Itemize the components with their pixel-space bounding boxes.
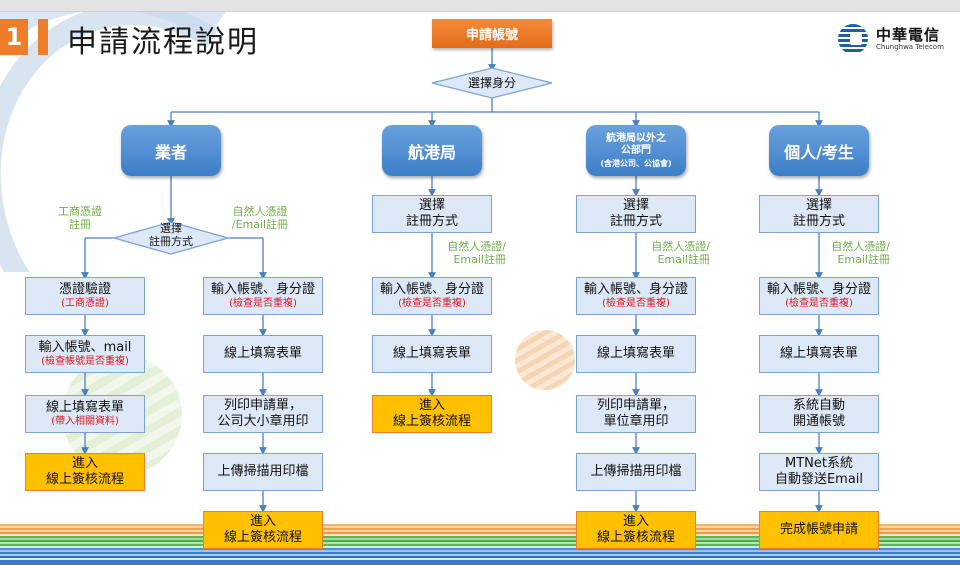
category-other-public-sector: 航港局以外之 公部門 (含港公司、公協會)	[586, 125, 686, 176]
logo-name-cn: 中華電信	[876, 25, 941, 44]
page-title: 申請流程說明	[67, 25, 259, 60]
col1-right-branch-label: 自然人憑證 /Email註冊	[231, 205, 289, 231]
chunghwa-logo-icon	[838, 24, 868, 54]
col1-step-upload-scan: 上傳掃描用印檔	[203, 453, 323, 491]
col4-step-complete: 完成帳號申請	[759, 511, 879, 549]
category-operator: 業者	[121, 125, 221, 176]
apply-account-start: 申請帳號	[432, 19, 552, 48]
col2-branch-label: 自然人憑證/ Email註冊	[447, 240, 506, 266]
title-accent-bar	[38, 19, 48, 55]
col3-choose-method: 選擇註冊方式	[576, 195, 696, 233]
logo-name-en: Chunghwa Telecom	[876, 42, 944, 51]
slide-number: 1	[0, 19, 28, 55]
col2-step-fill-form: 線上填寫表單	[372, 335, 492, 373]
col3-step-fill-form: 線上填寫表單	[576, 335, 696, 373]
col1-step-print-stamp: 列印申請單，公司大小章用印	[203, 395, 323, 433]
col4-choose-method: 選擇註冊方式	[759, 195, 879, 233]
col3-step-enter-review: 進入線上簽核流程	[576, 511, 696, 549]
col3-branch-label: 自然人憑證/ Email註冊	[651, 240, 710, 266]
chunghwa-telecom-logo: 中華電信 Chunghwa Telecom	[838, 24, 944, 54]
col1-step-enter-account-mail: 輸入帳號、mail(檢查帳號是否重複)	[25, 335, 145, 373]
col1-decision-label: 選擇 註冊方式	[149, 222, 193, 248]
col1-step-fill-form: 線上填寫表單(帶入相關資料)	[25, 395, 145, 433]
decorative-orange-ring	[515, 330, 575, 390]
col4-step-auto-activate: 系統自動開通帳號	[759, 395, 879, 433]
col1-step-enter-review: 進入線上簽核流程	[25, 453, 145, 491]
col2-choose-method: 選擇註冊方式	[372, 195, 492, 233]
col1-step-fill-form-right: 線上填寫表單	[203, 335, 323, 373]
col4-step-enter-account-id: 輸入帳號、身分證(檢查是否重複)	[759, 277, 879, 315]
col1-step-enter-review-right: 進入線上簽核流程	[203, 511, 323, 549]
col1-step-cert-verify: 憑證驗證(工商憑證)	[25, 277, 145, 315]
window-top-bar	[0, 0, 960, 12]
col2-step-enter-review: 進入線上簽核流程	[372, 395, 492, 433]
col1-decision-diamond	[111, 221, 231, 255]
choose-identity-label: 選擇身分	[467, 76, 516, 90]
category-maritime-bureau: 航港局	[382, 125, 482, 176]
col1-left-branch-label: 工商憑證 註冊	[58, 205, 102, 231]
category-individual-examinee: 個人/考生	[769, 125, 869, 176]
col3-step-print-stamp: 列印申請單，單位章用印	[576, 395, 696, 433]
col3-step-enter-account-id: 輸入帳號、身分證(檢查是否重複)	[576, 277, 696, 315]
col4-branch-label: 自然人憑證/ Email註冊	[831, 240, 890, 266]
col2-step-enter-account-id: 輸入帳號、身分證(檢查是否重複)	[372, 277, 492, 315]
choose-identity-diamond	[431, 67, 553, 99]
col1-step-enter-account-id: 輸入帳號、身分證(檢查是否重複)	[203, 277, 323, 315]
col4-step-fill-form: 線上填寫表單	[759, 335, 879, 373]
col3-step-upload-scan: 上傳掃描用印檔	[576, 453, 696, 491]
col4-step-auto-email: MTNet系統自動發送Email	[759, 453, 879, 491]
